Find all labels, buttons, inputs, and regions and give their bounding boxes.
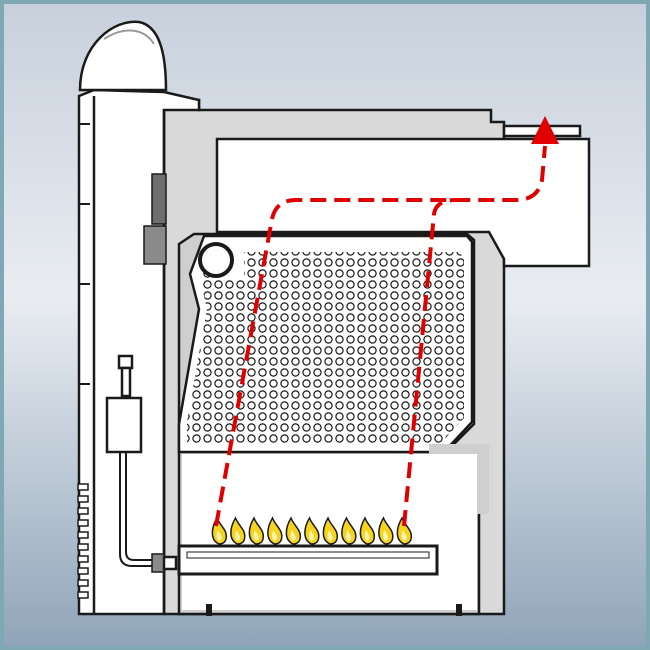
vent-slot [78,496,88,502]
burner-bar-inner [187,552,429,558]
vent-slot [78,568,88,574]
latch-upper [152,174,166,224]
foot-right [456,604,462,616]
vent-slot [78,520,88,526]
foot-left [206,604,212,616]
burner-bar [179,546,437,574]
vent-slot [78,544,88,550]
vent-slot [78,484,88,490]
vent-slot [78,580,88,586]
latch-lower [144,226,166,264]
vent-slot [78,508,88,514]
upper-pulley [200,244,232,276]
vent-slot [78,556,88,562]
vent-slot [78,532,88,538]
gas-appliance-cutaway-diagram [4,4,650,650]
vent-slot [78,592,88,598]
